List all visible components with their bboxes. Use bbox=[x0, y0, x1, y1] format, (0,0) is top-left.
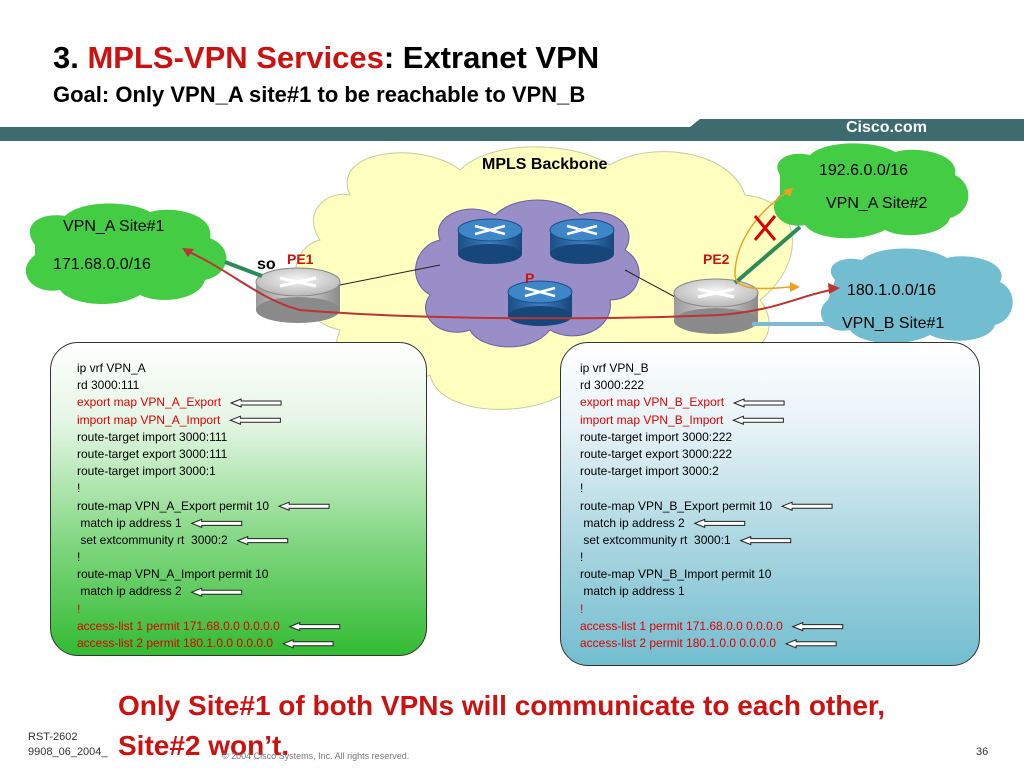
p-router-3 bbox=[507, 280, 573, 326]
footer-copyright: © 2004 Cisco Systems, Inc. All rights re… bbox=[222, 751, 410, 761]
config-line: match ip address 1 bbox=[77, 515, 182, 530]
so-label: so bbox=[257, 256, 276, 273]
config-line: route-map VPN_B_Import permit 10 bbox=[580, 567, 772, 582]
config-line: access-list 1 permit 171.68.0.0 0.0.0.0 bbox=[77, 618, 280, 633]
pe2-site2-link bbox=[733, 225, 802, 285]
config-line: rd 3000:222 bbox=[580, 378, 645, 393]
config-line: export map VPN_A_Export bbox=[77, 395, 222, 410]
config-line: ! bbox=[77, 601, 81, 616]
vpn-b-site1-prefix: 180.1.0.0/16 bbox=[847, 282, 936, 299]
page-number: 36 bbox=[976, 746, 989, 758]
config-line: ip vrf VPN_B bbox=[580, 361, 649, 375]
blocked-path-arrow bbox=[783, 188, 793, 197]
title-rest: : Extranet VPN bbox=[383, 40, 600, 75]
title-red-part: MPLS-VPN Services bbox=[87, 40, 384, 75]
config-line: ! bbox=[77, 550, 81, 565]
path-arrowhead-left bbox=[182, 248, 194, 257]
blocked-path bbox=[734, 189, 791, 290]
pe2-label: PE2 bbox=[703, 251, 730, 267]
config-line: match ip address 2 bbox=[77, 584, 182, 599]
config-line: ! bbox=[580, 550, 584, 565]
config-line: match ip address 1 bbox=[580, 584, 685, 599]
config-line: ! bbox=[580, 601, 584, 616]
vpn-a-site1-cloud bbox=[25, 203, 227, 305]
config-line: route-target import 3000:1 bbox=[77, 464, 216, 479]
config-line: access-list 2 permit 180.1.0.0 0.0.0.0 bbox=[77, 636, 274, 650]
config-line: rd 3000:111 bbox=[77, 378, 140, 393]
vpn-a-config-box bbox=[50, 342, 427, 656]
blocked-path-arrow-2 bbox=[790, 282, 800, 292]
pe1-label: PE1 bbox=[287, 251, 314, 267]
config-line: access-list 1 permit 171.68.0.0 0.0.0.0 bbox=[580, 618, 783, 633]
vpn-b-config-box bbox=[560, 342, 980, 666]
config-line: route-target export 3000:111 bbox=[77, 446, 228, 461]
config-line: route-map VPN_A_Import permit 10 bbox=[77, 567, 269, 582]
vpn-b-site1-cloud bbox=[820, 248, 1013, 344]
vpn-a-site2-prefix: 192.6.0.0/16 bbox=[819, 162, 908, 179]
summary-note: Only Site#1 of both VPNs will communicat… bbox=[118, 690, 886, 761]
vpn-a-site2-name: VPN_A Site#2 bbox=[826, 195, 928, 212]
config-line: route-target import 3000:222 bbox=[580, 429, 733, 444]
pe1-router bbox=[255, 267, 341, 323]
p-label: P bbox=[525, 270, 535, 286]
config-line: match ip address 2 bbox=[580, 515, 685, 530]
site1-pe1-link bbox=[224, 260, 263, 278]
p-router-2 bbox=[549, 218, 615, 264]
pe2-router bbox=[673, 278, 759, 334]
config-line: ip vrf VPN_A bbox=[77, 361, 146, 375]
config-line: route-map VPN_B_Export permit 10 bbox=[580, 498, 773, 513]
slide-subtitle: Goal: Only VPN_A site#1 to be reachable … bbox=[53, 82, 586, 107]
config-line: import map VPN_A_Import bbox=[77, 412, 221, 427]
vpn-b-site1-name: VPN_B Site#1 bbox=[842, 315, 945, 332]
vpn-a-site1-prefix: 171.68.0.0/16 bbox=[53, 256, 151, 273]
config-line: ! bbox=[77, 481, 81, 496]
vpn-a-site1-name: VPN_A Site#1 bbox=[63, 218, 165, 235]
config-line: import map VPN_B_Import bbox=[580, 412, 724, 427]
config-line: ! bbox=[580, 481, 584, 496]
p-router-1 bbox=[457, 218, 523, 264]
footer-date: 9908_06_2004_ bbox=[28, 746, 108, 758]
slide-title: 3. MPLS-VPN Services: Extranet VPN bbox=[53, 40, 599, 76]
footer-code: RST-2602 bbox=[28, 731, 78, 743]
title-number: 3. bbox=[53, 40, 88, 75]
config-line: route-target import 3000:111 bbox=[77, 429, 228, 444]
config-line: route-target import 3000:2 bbox=[580, 464, 719, 479]
backbone-label: MPLS Backbone bbox=[482, 156, 608, 173]
path-arrowhead-right bbox=[828, 283, 840, 294]
config-line: access-list 2 permit 180.1.0.0 0.0.0.0 bbox=[580, 636, 777, 650]
config-line: route-map VPN_A_Export permit 10 bbox=[77, 498, 270, 513]
config-line: set extcommunity rt 3000:1 bbox=[580, 532, 731, 547]
config-line: set extcommunity rt 3000:2 bbox=[77, 532, 228, 547]
vpn-a-site2-cloud bbox=[774, 143, 969, 239]
config-line: export map VPN_B_Export bbox=[580, 395, 725, 410]
blocked-x-icon bbox=[753, 215, 777, 241]
config-line: route-target export 3000:222 bbox=[580, 446, 733, 461]
site1-to-vpnb-path bbox=[184, 249, 837, 320]
brand-label: Cisco.com bbox=[846, 119, 927, 136]
pe1-p-link bbox=[339, 264, 441, 286]
header-bar bbox=[0, 127, 1024, 141]
